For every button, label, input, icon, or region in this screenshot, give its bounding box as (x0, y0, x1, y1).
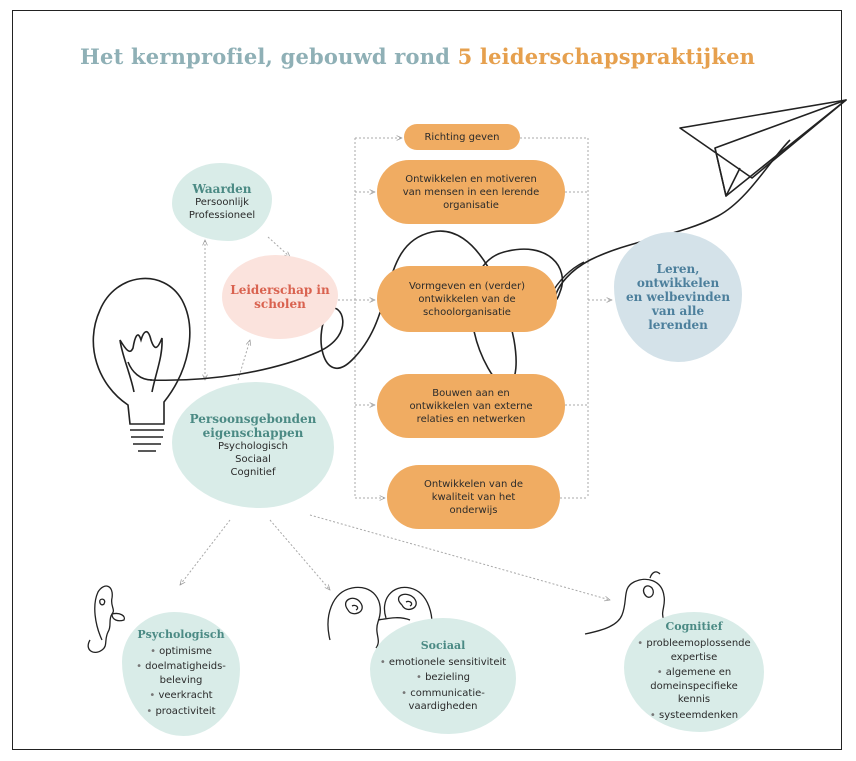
leadership-line-1: Leiderschap in (230, 283, 330, 297)
psychologisch-list: optimisme doelmatigheids-beleving veerkr… (135, 645, 227, 721)
list-item: algemene en domeinspecifieke kennis (634, 666, 754, 707)
practice-5-label: Ontwikkelen van de kwaliteit van het ond… (424, 478, 523, 516)
relation-arrows (180, 236, 610, 600)
leadership-node: Leiderschap in scholen (222, 255, 338, 339)
list-item: bezieling (380, 671, 506, 685)
practice-4: Bouwen aan en ontwikkelen van externe re… (377, 374, 565, 438)
outcome-line-3: en welbevinden (625, 290, 731, 304)
outcome-line-1: Leren, (656, 262, 700, 276)
practice-2-label: Ontwikkelen en motiveren van mensen in e… (402, 173, 540, 211)
outcome-node: Leren, ontwikkelen en welbevinden van al… (614, 232, 742, 362)
list-item: optimisme (135, 645, 227, 659)
psychologisch-heading: Psychologisch (137, 627, 225, 641)
practice-1-label: Richting geven (424, 131, 500, 143)
practice-4-label: Bouwen aan en ontwikkelen van externe re… (409, 387, 533, 425)
traits-heading-line-1: Persoonsgebonden (189, 411, 317, 426)
practice-5: Ontwikkelen van de kwaliteit van het ond… (387, 465, 560, 529)
practice-1: Richting geven (404, 124, 520, 150)
traits-heading-line-2: eigenschappen (202, 425, 304, 440)
cognitief-heading: Cognitief (665, 620, 723, 633)
traits-item: Cognitief (230, 466, 276, 478)
traits-item: Sociaal (235, 453, 271, 465)
list-item: proactiviteit (135, 705, 227, 719)
sociaal-list: emotionele sensitiviteit bezieling commu… (380, 656, 506, 714)
paper-plane-icon (679, 99, 847, 197)
list-item: emotionele sensitiviteit (380, 656, 506, 670)
practice-2: Ontwikkelen en motiveren van mensen in e… (377, 160, 565, 224)
values-node: Waarden Persoonlijk Professioneel (172, 163, 272, 241)
practice-bracket (338, 138, 612, 498)
head-psychologisch-icon (87, 585, 126, 654)
page-title: Het kernprofiel, gebouwd rond 5 leidersc… (80, 44, 755, 69)
list-item: veerkracht (135, 689, 227, 703)
values-line-2: Professioneel (188, 210, 256, 221)
title-part-2: 5 leiderschapspraktijken (457, 44, 756, 69)
psychologisch-node: Psychologisch optimisme doelmatigheids-b… (122, 612, 240, 736)
list-item: systeemdenken (634, 709, 754, 723)
light-bulb-icon (92, 277, 191, 452)
values-heading: Waarden (192, 182, 252, 196)
cognitief-node: Cognitief probleemoplossende expertise a… (624, 612, 764, 732)
outcome-line-5: lerenden (648, 318, 708, 332)
outcome-line-4: van alle (651, 304, 705, 318)
sociaal-heading: Sociaal (420, 638, 466, 652)
cognitief-list: probleemoplossende expertise algemene en… (634, 637, 754, 724)
practice-3: Vormgeven en (verder) ontwikkelen van de… (377, 266, 557, 332)
outcome-line-2: ontwikkelen (636, 276, 720, 290)
values-line-1: Persoonlijk (195, 197, 249, 208)
sociaal-node: Sociaal emotionele sensitiviteit bezieli… (370, 618, 516, 734)
leadership-line-2: scholen (254, 297, 306, 311)
traits-node: Persoonsgebonden eigenschappen Psycholog… (172, 382, 334, 508)
traits-item: Psychologisch (217, 440, 288, 452)
list-item: communicatie-vaardigheden (393, 687, 493, 714)
list-item: doelmatigheids-beleving (135, 660, 227, 687)
title-part-1: Het kernprofiel, gebouwd rond (80, 44, 451, 69)
list-item: probleemoplossende expertise (634, 637, 754, 664)
practice-3-label: Vormgeven en (verder) ontwikkelen van de… (408, 280, 526, 318)
